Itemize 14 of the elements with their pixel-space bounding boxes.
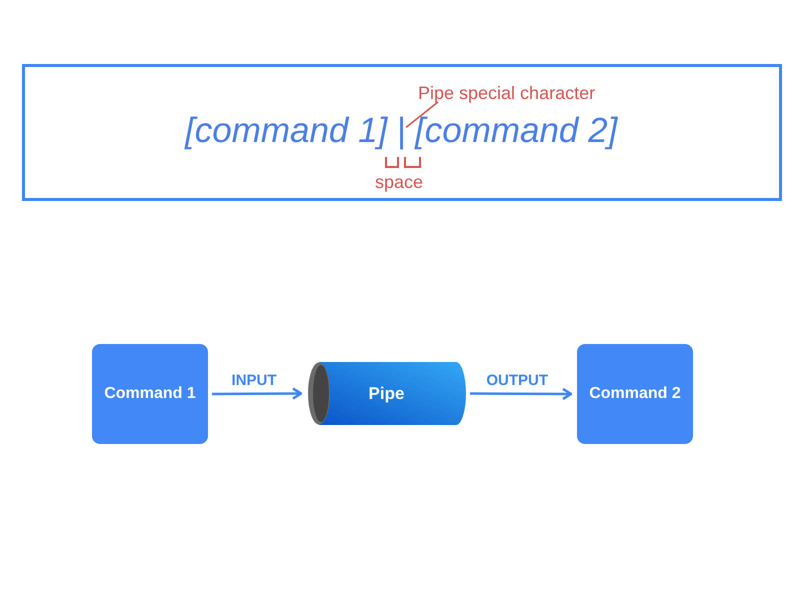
edge-label: INPUT <box>230 372 279 388</box>
command-syntax-text: [command 1] <box>185 111 388 151</box>
arrow <box>212 387 302 400</box>
command-box: Command 1 <box>92 344 208 444</box>
edge-label: OUTPUT <box>484 372 550 388</box>
syntax-panel <box>22 64 782 201</box>
annotation-text: Pipe special character <box>418 83 596 104</box>
arrow <box>470 388 572 400</box>
node-label: Pipe <box>368 384 406 404</box>
pipe-symbol: | <box>397 111 406 151</box>
command-box: Command 2 <box>577 344 693 444</box>
annotation-text: space <box>375 172 424 193</box>
command-syntax-text: [command 2] <box>415 111 618 151</box>
leader-line <box>406 101 438 128</box>
